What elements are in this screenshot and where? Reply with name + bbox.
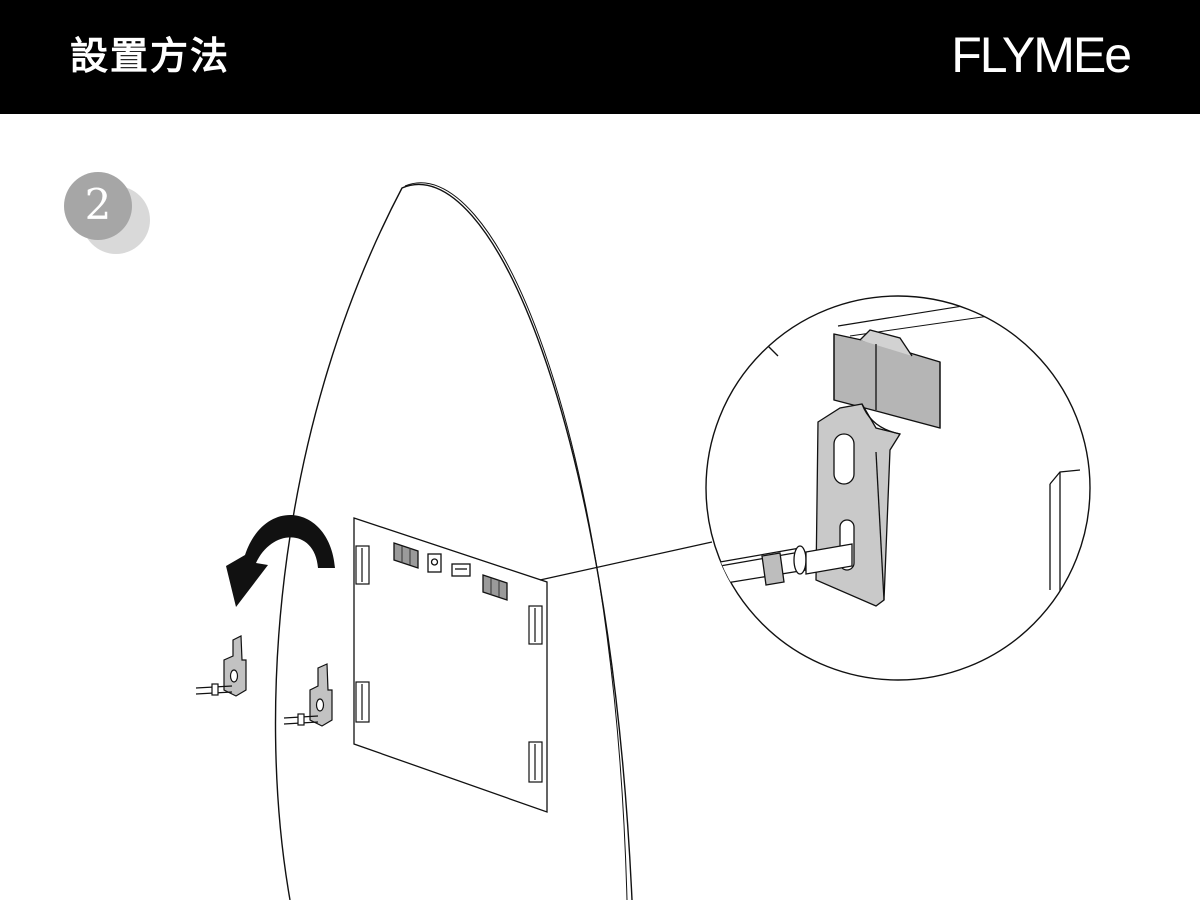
plate-rail-left — [393, 542, 419, 569]
mounting-plate — [353, 517, 548, 813]
header-bar: 設置方法 FLYMEe — [0, 0, 1200, 114]
zoom-screw — [719, 543, 853, 586]
detail-zoom-circle — [705, 295, 1091, 681]
mounting-bracket-icon — [283, 663, 333, 727]
plate-label-icon — [427, 553, 442, 573]
page-title: 設置方法 — [70, 34, 231, 78]
oval-mirror — [274, 182, 633, 900]
brand-logo: FLYMEe — [951, 27, 1132, 83]
zoom-connector-line — [539, 541, 713, 581]
step-badge: 2 — [62, 170, 158, 254]
plate-rail-right — [482, 574, 508, 601]
step-badge-circle — [64, 172, 132, 240]
mounting-bracket-icon — [195, 635, 247, 697]
step-number: 2 — [84, 180, 112, 229]
installation-illustration — [195, 182, 1091, 900]
curved-arrow-counterclockwise-icon — [226, 514, 335, 607]
plate-spec-icon — [451, 563, 471, 577]
